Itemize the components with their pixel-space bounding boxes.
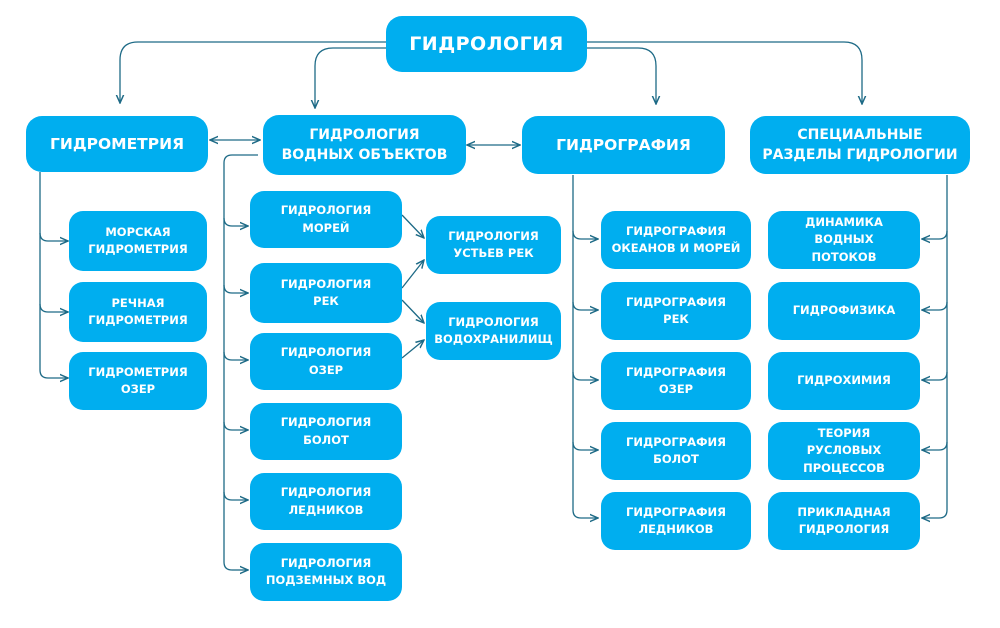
special-item-hydrophysics: ГИДРОФИЗИКА bbox=[768, 282, 920, 340]
water-objects-subitem-reservoirs: ГИДРОЛОГИЯ ВОДОХРАНИЛИЩ bbox=[426, 302, 561, 360]
hydrography-item-lakes: ГИДРОГРАФИЯ ОЗЕР bbox=[601, 352, 751, 410]
special-header: СПЕЦИАЛЬНЫЕ РАЗДЕЛЫ ГИДРОЛОГИИ bbox=[750, 116, 970, 174]
water-objects-item-glaciers: ГИДРОЛОГИЯ ЛЕДНИКОВ bbox=[250, 473, 402, 530]
special-item-hydrochemistry: ГИДРОХИМИЯ bbox=[768, 352, 920, 410]
hydrometry-item-lakes: ГИДРОМЕТРИЯ ОЗЕР bbox=[69, 352, 207, 410]
root-to-hydrometry-arrow bbox=[120, 41, 386, 103]
water-objects-item-lakes: ГИДРОЛОГИЯ ОЗЕР bbox=[250, 333, 402, 390]
root-to-special-arrow bbox=[587, 41, 862, 104]
water-objects-item-rivers: ГИДРОЛОГИЯ РЕК bbox=[250, 263, 402, 323]
rivers-to-estuaries-arrow bbox=[401, 260, 424, 289]
hydrometry-item-sea: МОРСКАЯ ГИДРОМЕТРИЯ bbox=[69, 211, 207, 271]
rivers-to-reservoirs-arrow bbox=[401, 299, 424, 323]
hydrography-item-swamps: ГИДРОГРАФИЯ БОЛОТ bbox=[601, 422, 751, 480]
seas-to-estuaries-arrow bbox=[401, 214, 424, 238]
root-node: ГИДРОЛОГИЯ bbox=[386, 16, 587, 72]
hydrography-item-glaciers: ГИДРОГРАФИЯ ЛЕДНИКОВ bbox=[601, 492, 751, 550]
water-objects-item-groundwater: ГИДРОЛОГИЯ ПОДЗЕМНЫХ ВОД bbox=[250, 543, 402, 601]
hydrography-item-rivers: ГИДРОГРАФИЯ РЕК bbox=[601, 282, 751, 340]
special-bracket bbox=[938, 175, 948, 519]
hydrometry-header: ГИДРОМЕТРИЯ bbox=[26, 116, 208, 172]
water-objects-subitem-estuaries: ГИДРОЛОГИЯ УСТЬЕВ РЕК bbox=[426, 216, 561, 274]
hydrography-header: ГИДРОГРАФИЯ bbox=[522, 116, 725, 174]
root-to-water-objects-arrow bbox=[315, 47, 386, 108]
water-objects-item-swamps: ГИДРОЛОГИЯ БОЛОТ bbox=[250, 403, 402, 460]
hydrography-bracket bbox=[572, 175, 582, 519]
water-objects-bracket bbox=[223, 154, 258, 571]
root-to-hydrography-arrow bbox=[587, 47, 656, 104]
special-item-flow-dynamics: ДИНАМИКА ВОДНЫХ ПОТОКОВ bbox=[768, 211, 920, 269]
water-objects-item-seas: ГИДРОЛОГИЯ МОРЕЙ bbox=[250, 191, 402, 248]
water-objects-header: ГИДРОЛОГИЯ ВОДНЫХ ОБЪЕКТОВ bbox=[263, 115, 466, 175]
hydrography-item-oceans-seas: ГИДРОГРАФИЯ ОКЕАНОВ И МОРЕЙ bbox=[601, 211, 751, 269]
special-item-channel-processes: ТЕОРИЯ РУСЛОВЫХ ПРОЦЕССОВ bbox=[768, 422, 920, 480]
special-item-applied-hydrology: ПРИКЛАДНАЯ ГИДРОЛОГИЯ bbox=[768, 492, 920, 550]
hydrometry-item-river: РЕЧНАЯ ГИДРОМЕТРИЯ bbox=[69, 282, 207, 342]
hydrometry-bracket bbox=[39, 172, 49, 379]
lakes-to-reservoirs-arrow bbox=[401, 340, 424, 359]
